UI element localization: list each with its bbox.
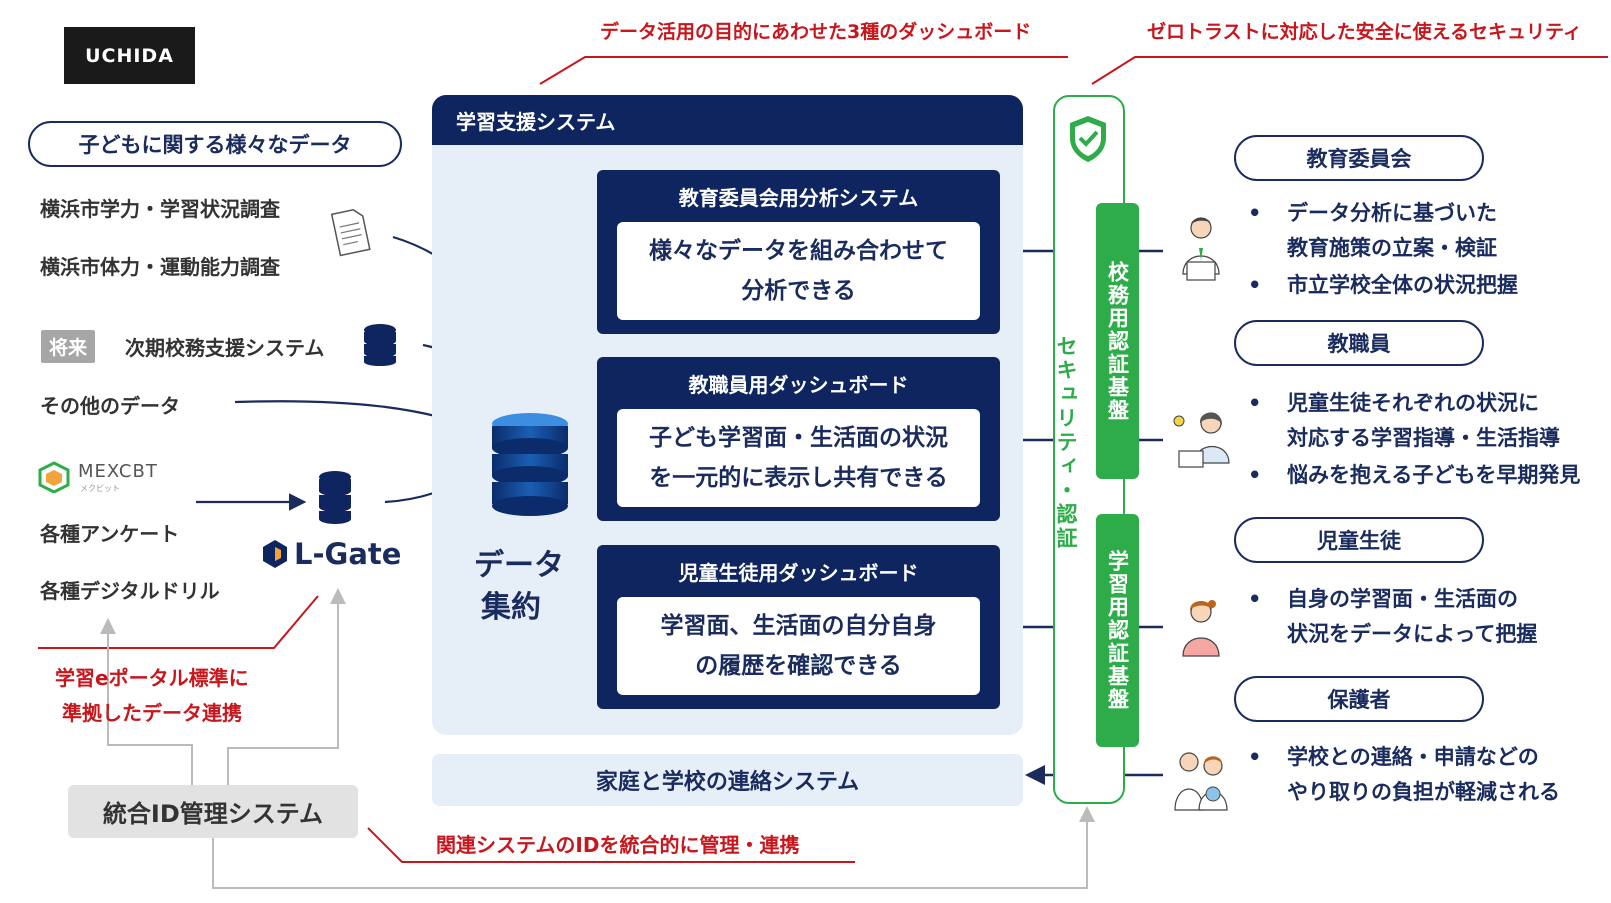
various-surveys: 各種アンケート [40, 522, 180, 546]
home-school-system: 家庭と学校の連絡システム [432, 754, 1023, 806]
future-tag: 将来 [41, 330, 96, 363]
caption-portal-line2: 準拠したデータ連携 [62, 701, 242, 725]
bullet-dot: • [1248, 745, 1262, 769]
caption-security: ゼロトラストに対応した安全に使えるセキュリティ [1147, 21, 1582, 43]
staff-bullet-1-line2: 対応する学習指導・生活指導 [1287, 426, 1560, 450]
board-bullet-1-line1: データ分析に基づいた [1287, 201, 1497, 225]
lgate-logo-icon [263, 540, 287, 568]
digital-drills: 各種デジタルドリル [40, 579, 220, 603]
mexcbt-sub: メクビット [80, 484, 120, 493]
dashboard-students[interactable]: 児童生徒用ダッシュボード 学習面、生活面の自分自身 の履歴を確認できる [597, 545, 1000, 709]
dashboard-staff[interactable]: 教職員用ダッシュボード 子ども学習面・生活面の状況 を一元的に表示し共有できる [597, 357, 1000, 521]
dashboard-title: 教育委員会用分析システム [678, 186, 919, 210]
board-bullet-2: 市立学校全体の状況把握 [1287, 273, 1518, 297]
teacher-person-icon [1173, 412, 1230, 468]
mexcbt-label: MEXCBT [78, 461, 158, 482]
caption-dashboards: データ活用の目的にあわせた3種のダッシュボード [600, 21, 1032, 43]
dashboard-board-of-education[interactable]: 教育委員会用分析システム 様々なデータを組み合わせて 分析できる [597, 170, 1000, 334]
staff-bullet-2: 悩みを抱える子どもを早期発見 [1287, 463, 1581, 487]
panel-title: 学習支援システム [432, 95, 1023, 145]
dashboard-title: 教職員用ダッシュボード [688, 373, 909, 397]
survey-physical: 横浜市体力・運動能力調査 [40, 255, 280, 279]
data-hub-icon [492, 413, 568, 516]
uchida-logo: UCHIDA [64, 27, 195, 84]
dashboard-description: 様々なデータを組み合わせて 分析できる [617, 222, 980, 320]
shield-check-icon [1070, 116, 1106, 162]
integrated-id-system: 統合ID管理システム [68, 785, 358, 838]
document-icon [330, 209, 371, 257]
description-line: の履歴を確認できる [695, 653, 902, 679]
bullet-dot: • [1248, 391, 1262, 415]
mexcbt-logo-icon [38, 461, 70, 493]
description-line: 様々なデータを組み合わせて [649, 238, 948, 264]
description-line: 子ども学習面・生活面の状況 [649, 425, 948, 451]
database-icon-lgate [319, 471, 351, 524]
next-school-system: 次期校務支援システム [125, 336, 325, 360]
survey-academic: 横浜市学力・学習状況調査 [40, 197, 280, 221]
caption-id-management: 関連システムのIDを統合的に管理・連携 [436, 833, 800, 857]
guardians-bullet-1-line1: 学校との連絡・申請などの [1287, 745, 1539, 769]
dashboard-description: 子ども学習面・生活面の状況 を一元的に表示し共有できる [617, 409, 980, 507]
data-hub-line1: データ [474, 548, 564, 583]
description-line: 学習面、生活面の自分自身 [660, 613, 937, 639]
data-hub-line2: 集約 [481, 590, 541, 625]
database-icon-small [364, 324, 396, 366]
student-person-icon [1182, 600, 1220, 657]
left-header: 子どもに関する様々なデータ [28, 121, 402, 167]
group-board-of-education: 教育委員会 [1234, 135, 1484, 181]
security-label: セキュリティ・認証 [1054, 335, 1078, 551]
board-bullet-1-line2: 教育施策の立案・検証 [1287, 236, 1497, 260]
lgate-label: L-Gate [294, 537, 402, 571]
bullet-dot: • [1248, 273, 1262, 297]
bullet-dot: • [1248, 463, 1262, 487]
group-guardians: 保護者 [1234, 676, 1484, 722]
description-line: 分析できる [741, 278, 856, 304]
group-staff: 教職員 [1234, 320, 1484, 366]
students-bullet-1-line1: 自身の学習面・生活面の [1287, 587, 1518, 611]
staff-bullet-1-line1: 児童生徒それぞれの状況に [1287, 391, 1539, 415]
other-data: その他のデータ [40, 394, 180, 418]
learning-auth-base: 学習用認証基盤 [1096, 514, 1139, 747]
group-students: 児童生徒 [1234, 517, 1484, 563]
dashboard-description: 学習面、生活面の自分自身 の履歴を確認できる [617, 597, 980, 695]
students-bullet-1-line2: 状況をデータによって把握 [1287, 622, 1538, 646]
board-person-icon [1182, 217, 1220, 281]
description-line: を一元的に表示し共有できる [649, 465, 948, 491]
dashboard-title: 児童生徒用ダッシュボード [678, 561, 919, 585]
guardian-person-icon [1174, 752, 1228, 811]
guardians-bullet-1-line2: やり取りの負担が軽減される [1287, 780, 1560, 804]
admin-auth-base: 校務用認証基盤 [1096, 203, 1139, 479]
caption-portal-line1: 学習eポータル標準に [55, 666, 249, 690]
bullet-dot: • [1248, 587, 1262, 611]
bullet-dot: • [1248, 201, 1262, 225]
